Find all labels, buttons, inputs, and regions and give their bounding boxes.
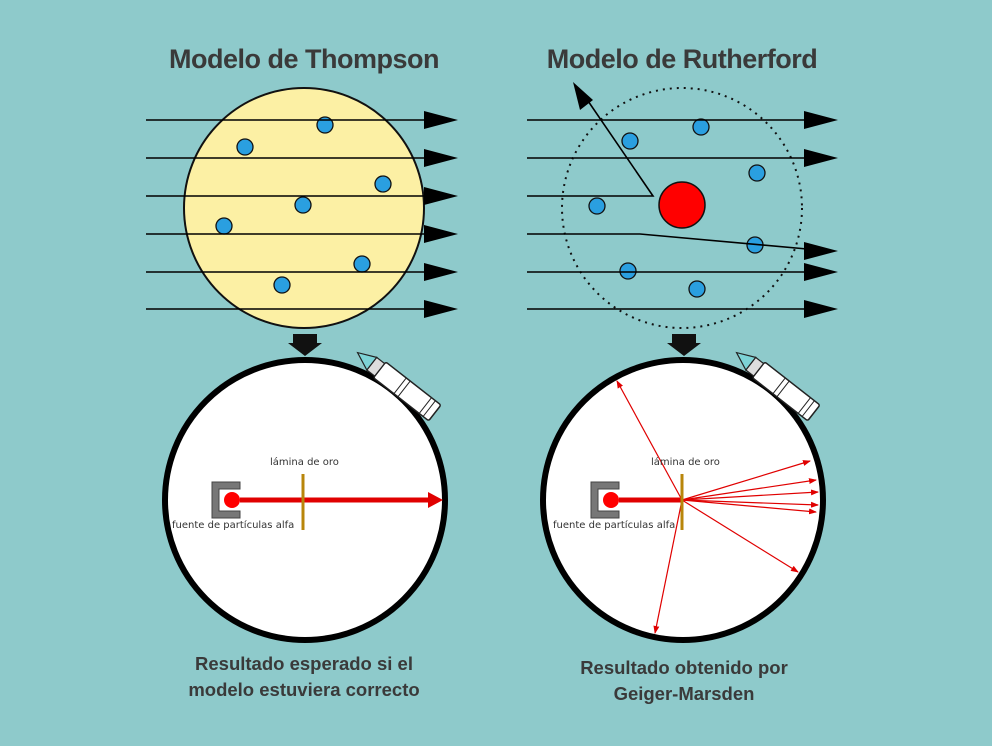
arrowhead-icon <box>424 187 458 205</box>
alpha-path-deflected <box>527 233 819 251</box>
source-label: fuente de partículas alfa <box>172 520 295 531</box>
electron <box>294 196 312 214</box>
arrowhead-icon <box>804 111 838 129</box>
detector-microscope-icon <box>735 351 820 421</box>
scattered-ray <box>653 499 683 634</box>
scattered-ray <box>681 499 817 515</box>
arrowhead-icon <box>424 149 458 167</box>
scattered-ray <box>681 489 819 501</box>
rutherford-caption: Resultado obtenido por Geiger-Marsden <box>504 655 864 707</box>
electron <box>692 118 710 136</box>
electron <box>588 197 606 215</box>
alpha-particle-source-icon <box>590 481 620 519</box>
foil-label: lámina de oro <box>270 457 339 468</box>
thompson-title: Modelo de Thompson <box>169 44 439 74</box>
down-arrow-icon <box>288 334 322 356</box>
source-label: fuente de partículas alfa <box>553 520 676 531</box>
caption-line: Resultado obtenido por <box>580 657 788 678</box>
thompson-alpha-paths <box>146 119 440 310</box>
rutherford-atom <box>561 87 803 329</box>
nucleus <box>658 181 706 229</box>
foil-label: lámina de oro <box>651 457 720 468</box>
arrowhead-icon <box>804 242 838 260</box>
electron <box>316 116 334 134</box>
arrowhead-icon <box>804 300 838 318</box>
electron <box>374 175 392 193</box>
arrowhead-icon <box>424 300 458 318</box>
electron <box>688 280 706 298</box>
atom-boundary <box>561 87 803 329</box>
electron <box>619 262 637 280</box>
caption-line: modelo estuviera correcto <box>188 679 420 700</box>
alpha-particle-source-icon <box>211 481 241 519</box>
scattered-alpha-rays <box>616 380 819 634</box>
electron <box>273 276 291 294</box>
arrowhead-icon <box>424 225 458 243</box>
scattered-ray <box>681 478 817 501</box>
rutherford-title: Modelo de Rutherford <box>546 44 818 74</box>
thompson-electrons <box>215 116 392 294</box>
scattered-ray <box>616 380 683 501</box>
electron <box>215 217 233 235</box>
scattered-ray <box>681 499 799 573</box>
scattered-ray <box>681 460 811 501</box>
beam-arrowhead-icon <box>428 492 443 508</box>
arrowhead-icon <box>424 111 458 129</box>
down-arrow-icon <box>667 334 701 356</box>
electron <box>236 138 254 156</box>
rutherford-electrons <box>588 118 766 298</box>
caption-line: Resultado esperado si el <box>195 653 413 674</box>
electron <box>621 132 639 150</box>
thompson-atom <box>183 87 425 329</box>
rutherford-alpha-paths <box>527 97 819 310</box>
arrowhead-icon <box>804 149 838 167</box>
arrowhead-icon <box>804 263 838 281</box>
caption-line: Geiger-Marsden <box>613 683 755 704</box>
electron <box>353 255 371 273</box>
arrowhead-icon <box>573 82 593 110</box>
thompson-experiment <box>162 351 448 643</box>
alpha-path-reflected <box>527 97 655 197</box>
detector-microscope-icon <box>356 351 441 421</box>
rutherford-arrowheads <box>573 82 838 318</box>
rutherford-experiment <box>540 351 826 643</box>
thompson-caption: Resultado esperado si el modelo estuvier… <box>124 651 484 703</box>
arrowhead-icon <box>424 263 458 281</box>
thompson-arrowheads <box>424 111 458 318</box>
scattered-ray <box>681 499 819 508</box>
electron <box>748 164 766 182</box>
